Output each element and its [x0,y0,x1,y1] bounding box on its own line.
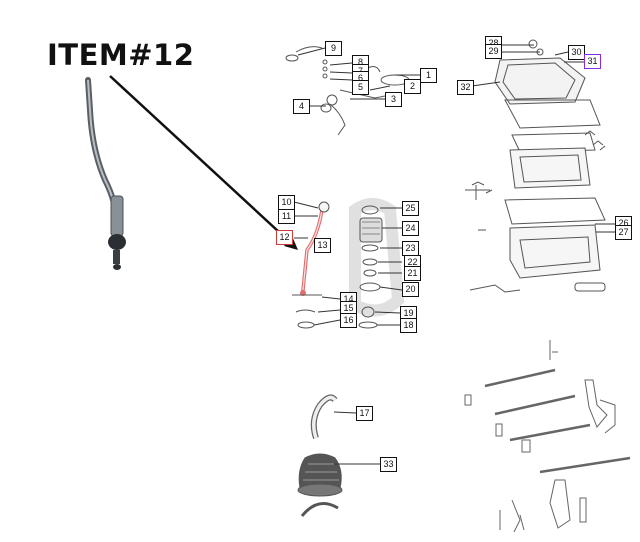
shift-lever-photo [85,77,126,270]
pointer-arrow [109,75,298,250]
part-label-9: 9 [325,41,342,56]
part-label-12: 12 [276,230,293,245]
part-label-20: 20 [402,282,419,297]
item-title: ITEM#12 [47,38,195,72]
boot-and-rod [297,394,343,517]
part-label-13: 13 [314,238,331,253]
part-label-10: 10 [278,195,295,210]
linkage-assembly [285,46,410,136]
top-cover-assembly [465,39,606,293]
part-label-33: 33 [380,457,397,472]
part-label-21: 21 [404,266,421,281]
part-label-2: 2 [404,79,421,94]
part-label-15: 15 [340,301,357,316]
part-label-17: 17 [356,406,373,421]
part-label-19: 19 [400,306,417,321]
part-label-5: 5 [352,80,369,95]
part-label-30: 30 [568,45,585,60]
part-label-18: 18 [400,318,417,333]
shift-rail-assembly [464,340,631,533]
part-label-4: 4 [293,99,310,114]
part-label-29: 29 [485,44,502,59]
part-label-1: 1 [420,68,437,83]
part-label-3: 3 [385,92,402,107]
part-label-25: 25 [402,201,419,216]
lever-tower-assembly [292,198,405,329]
part-label-24: 24 [402,221,419,236]
part-label-27: 27 [615,225,632,240]
part-label-31: 31 [584,54,601,69]
part-label-32: 32 [457,80,474,95]
part-label-16: 16 [340,313,357,328]
part-label-11: 11 [278,209,295,224]
part-label-23: 23 [402,241,419,256]
